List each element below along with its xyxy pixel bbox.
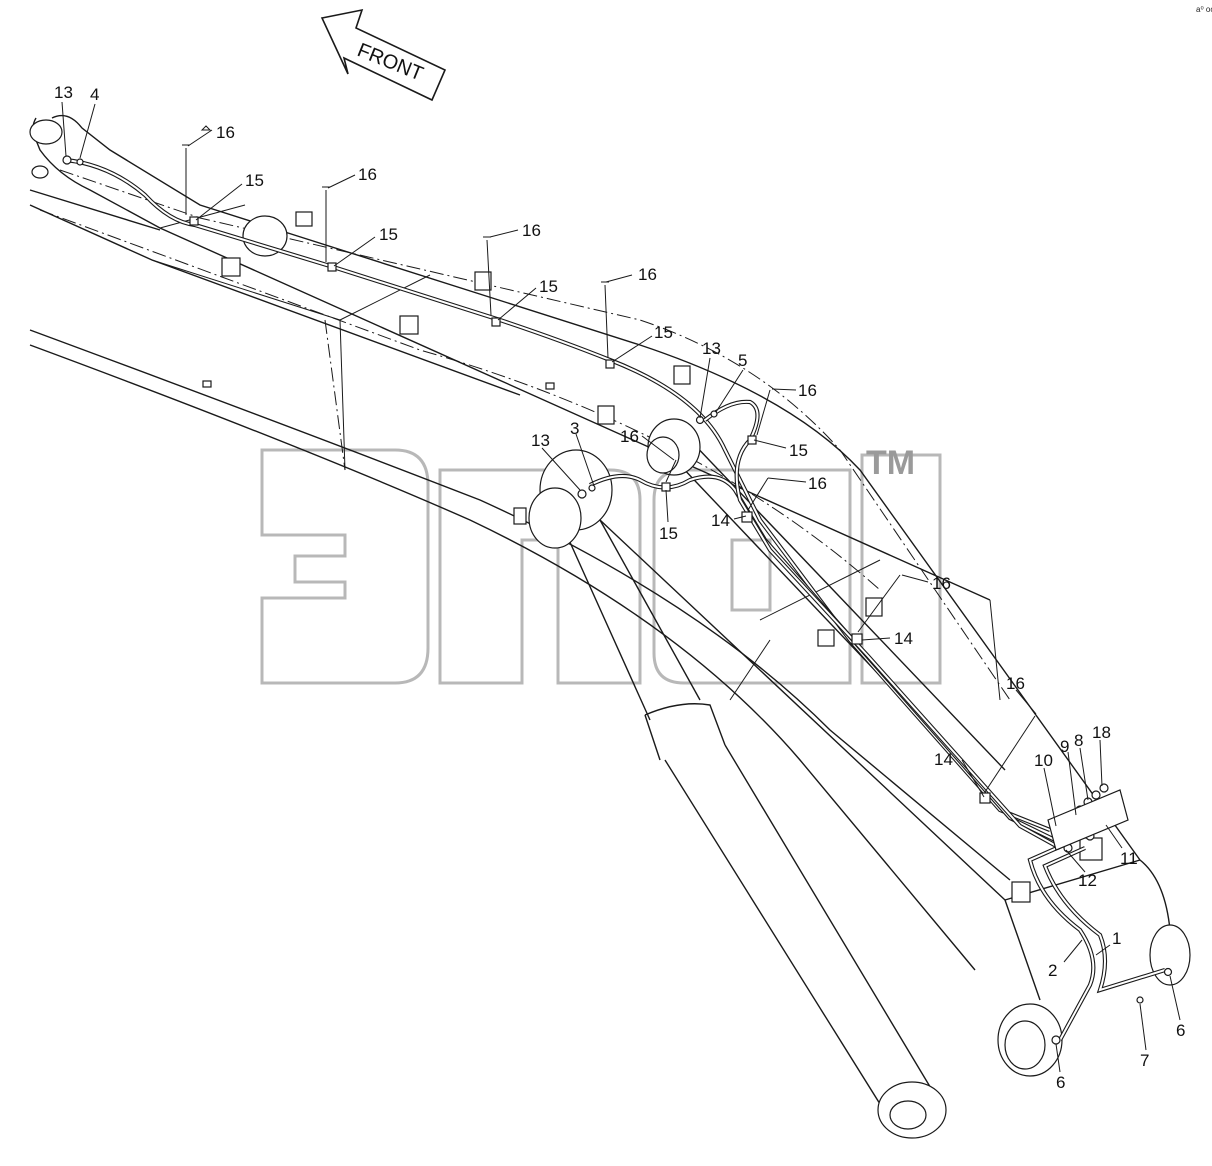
- callout-14-b: 14: [894, 629, 913, 648]
- callout-13-lower: 13: [531, 431, 550, 450]
- callout-15-c: 15: [539, 277, 558, 296]
- callout-11: 11: [1120, 849, 1138, 868]
- callout-14-c: 14: [934, 750, 953, 769]
- watermark-logo: TM: [260, 444, 942, 685]
- corner-mark: a⁰ ooo: [1196, 5, 1212, 14]
- callout-15-d: 15: [654, 323, 673, 342]
- callout-12: 12: [1078, 871, 1097, 890]
- callout-13-top-left: 13: [54, 83, 73, 102]
- callout-8: 8: [1074, 731, 1083, 750]
- callout-15-a: 15: [245, 171, 264, 190]
- callout-3: 3: [570, 419, 579, 438]
- pin-bosses: [29, 119, 1191, 1077]
- callout-2: 2: [1048, 961, 1057, 980]
- callout-7: 7: [1140, 1051, 1149, 1070]
- boom-body: [29, 114, 1171, 1001]
- mounting-blocks: [202, 211, 1103, 903]
- callout-16-g: 16: [808, 474, 827, 493]
- callout-15-e: 15: [789, 441, 808, 460]
- fitting-block: [1047, 783, 1129, 853]
- clamps-and-bolts: [62, 144, 1173, 1045]
- callout-16-c: 16: [522, 221, 541, 240]
- hydraulic-lines: [65, 157, 1166, 1042]
- callout-10: 10: [1034, 751, 1053, 770]
- callout-numbers: 13 4 16 16 16 16 15 15 15 15 13 5 16 15 …: [54, 83, 1185, 1092]
- callout-16-a: 16: [216, 123, 235, 142]
- watermark-tm: TM: [866, 444, 915, 482]
- callout-16-i: 16: [1006, 674, 1025, 693]
- callout-14-a: 14: [711, 511, 730, 530]
- boom-cylinder-left: [559, 519, 947, 1139]
- front-arrow: FRONT: [320, 8, 447, 102]
- callout-6-right: 6: [1176, 1021, 1185, 1040]
- leader-lines: [61, 101, 1181, 1073]
- callout-18: 18: [1092, 723, 1111, 742]
- callout-15-f: 15: [659, 524, 678, 543]
- callout-16-b: 16: [358, 165, 377, 184]
- callout-16-d: 16: [638, 265, 657, 284]
- callout-15-b: 15: [379, 225, 398, 244]
- callout-4: 4: [90, 85, 99, 104]
- callout-1: 1: [1112, 929, 1121, 948]
- callout-6-left: 6: [1056, 1073, 1065, 1092]
- callout-16-f: 16: [620, 427, 639, 446]
- callout-16-h: 16: [932, 574, 951, 593]
- callout-13-mid: 13: [702, 339, 721, 358]
- callout-9: 9: [1060, 737, 1069, 756]
- callout-5: 5: [738, 351, 747, 370]
- callout-16-e: 16: [798, 381, 817, 400]
